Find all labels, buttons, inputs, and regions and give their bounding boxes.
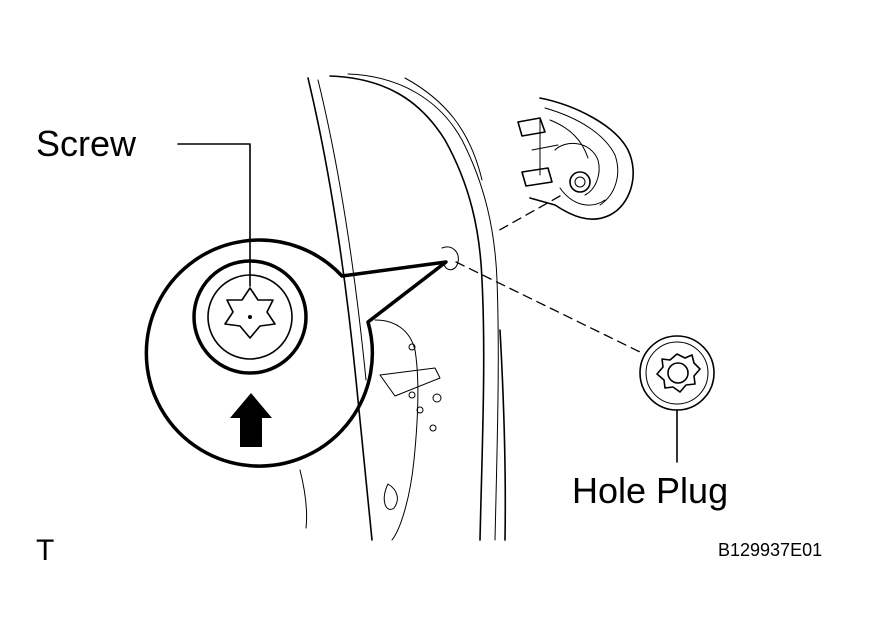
view-letter: T [36,534,54,567]
hole-plug-label: Hole Plug [572,470,728,511]
hole-plug-icon [639,335,715,411]
detail-callout [144,238,448,468]
up-arrow-icon [230,393,272,447]
screw-leader-line [177,143,251,287]
mirror-cover [517,97,634,220]
figure-code: B129937E01 [718,540,822,560]
door-frame [299,73,507,541]
screw-label: Screw [36,123,137,164]
alignment-lines [455,195,641,353]
